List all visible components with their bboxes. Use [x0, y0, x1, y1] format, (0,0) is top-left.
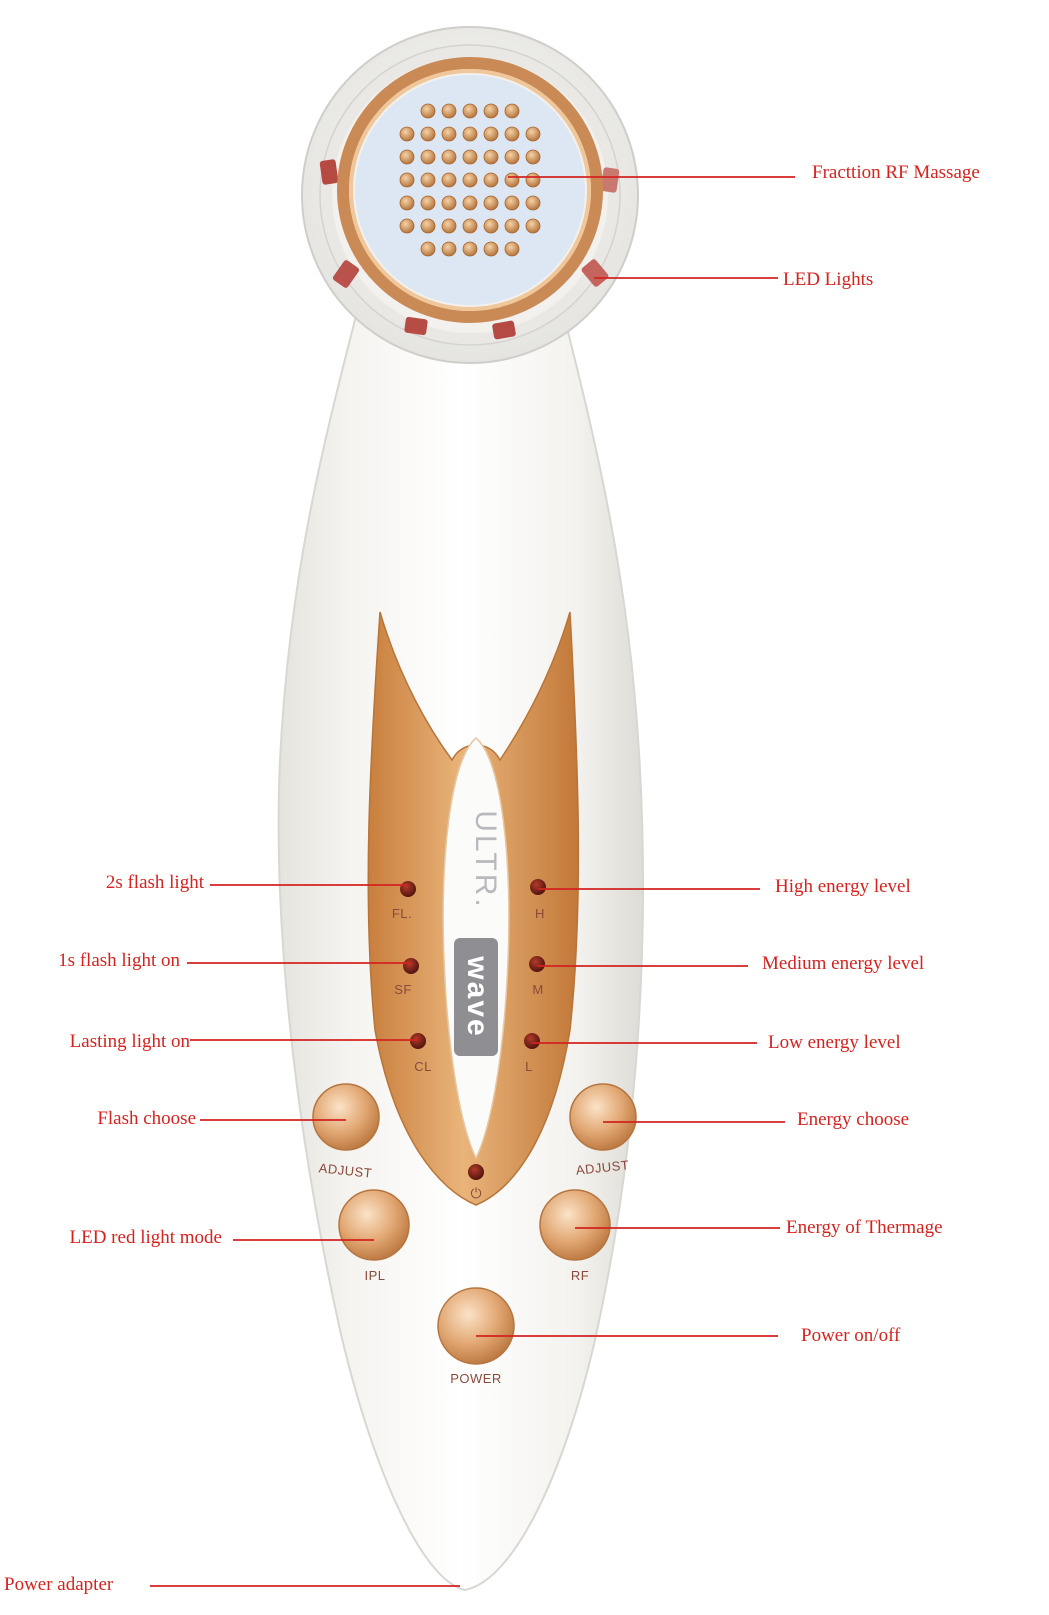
ipl-button[interactable] — [339, 1190, 409, 1260]
rf-pin — [505, 127, 519, 141]
callout-lasting: Lasting light on — [70, 1031, 191, 1052]
rf-pin — [442, 127, 456, 141]
rf-pin — [526, 127, 540, 141]
rf-pin — [505, 173, 519, 187]
rf-pin — [421, 219, 435, 233]
label-rf: RF — [571, 1268, 589, 1283]
label-l: L — [525, 1059, 533, 1074]
callout-power-onoff: Power on/off — [801, 1325, 901, 1346]
led-m — [529, 956, 545, 972]
callout-power-adapter: Power adapter — [4, 1574, 114, 1595]
brand-bottom: wave — [461, 955, 494, 1037]
rf-pin — [463, 150, 477, 164]
callout-led-lights: LED Lights — [783, 269, 873, 290]
rf-pin — [463, 173, 477, 187]
rf-pin — [526, 196, 540, 210]
fraction-rf-plate — [343, 63, 597, 317]
rf-pin — [526, 150, 540, 164]
power-symbol-icon: ⏻ — [470, 1186, 481, 1202]
callout-medium: Medium energy level — [762, 953, 924, 974]
rf-pin — [484, 196, 498, 210]
adjust-left-button[interactable] — [313, 1084, 379, 1150]
callout-fraction-rf: Fracttion RF Massage — [812, 162, 980, 183]
rf-pin — [463, 127, 477, 141]
rf-pin — [505, 242, 519, 256]
rf-pin — [400, 173, 414, 187]
rf-pin — [421, 173, 435, 187]
rf-pin — [442, 242, 456, 256]
rf-pin — [463, 219, 477, 233]
rf-pin — [505, 104, 519, 118]
rf-pin — [505, 219, 519, 233]
rf-pin — [400, 196, 414, 210]
rf-pin — [484, 242, 498, 256]
rf-pin — [484, 173, 498, 187]
label-cl: CL — [414, 1059, 432, 1074]
rf-pin — [400, 150, 414, 164]
rf-pin — [505, 150, 519, 164]
led-cl — [410, 1033, 426, 1049]
label-m: M — [532, 982, 543, 997]
rf-pin — [442, 150, 456, 164]
rf-button[interactable] — [540, 1190, 610, 1260]
rf-pin — [484, 127, 498, 141]
rf-pin — [442, 196, 456, 210]
callout-thermage: Energy of Thermage — [786, 1217, 943, 1238]
led-sf — [403, 958, 419, 974]
rf-pin — [421, 196, 435, 210]
led-h — [530, 879, 546, 895]
rf-pin — [484, 219, 498, 233]
adjust-right-button[interactable] — [570, 1084, 636, 1150]
rf-pin — [400, 127, 414, 141]
rf-pin — [421, 104, 435, 118]
power-button[interactable] — [438, 1288, 514, 1364]
label-sf: SF — [394, 982, 412, 997]
rf-pin — [421, 150, 435, 164]
rf-pin — [442, 104, 456, 118]
callout-led-red: LED red light mode — [70, 1227, 223, 1248]
brand-top: ULTR. — [469, 810, 502, 909]
rf-pin — [421, 242, 435, 256]
callout-flash-choose: Flash choose — [97, 1108, 196, 1129]
callout-flash-1s: 1s flash light on — [58, 950, 180, 971]
led-fl — [400, 881, 416, 897]
label-ipl: IPL — [364, 1268, 385, 1283]
rf-pin — [526, 173, 540, 187]
label-power: POWER — [450, 1371, 502, 1386]
label-fl: FL. — [392, 906, 412, 921]
rf-pin — [484, 150, 498, 164]
rf-pin — [505, 196, 519, 210]
led-power — [468, 1164, 484, 1180]
rf-pin — [463, 196, 477, 210]
rf-pin — [526, 219, 540, 233]
led-l — [524, 1033, 540, 1049]
rf-pin — [442, 173, 456, 187]
rf-pin — [463, 242, 477, 256]
rf-pin — [400, 219, 414, 233]
callout-high: High energy level — [775, 876, 911, 897]
rf-pin — [442, 219, 456, 233]
label-h: H — [535, 906, 545, 921]
callout-energy-choose: Energy choose — [797, 1109, 909, 1130]
callout-flash-2s: 2s flash light — [106, 872, 205, 893]
rf-pin — [421, 127, 435, 141]
rf-pin — [484, 104, 498, 118]
rf-pin — [463, 104, 477, 118]
callout-low: Low energy level — [768, 1032, 901, 1053]
